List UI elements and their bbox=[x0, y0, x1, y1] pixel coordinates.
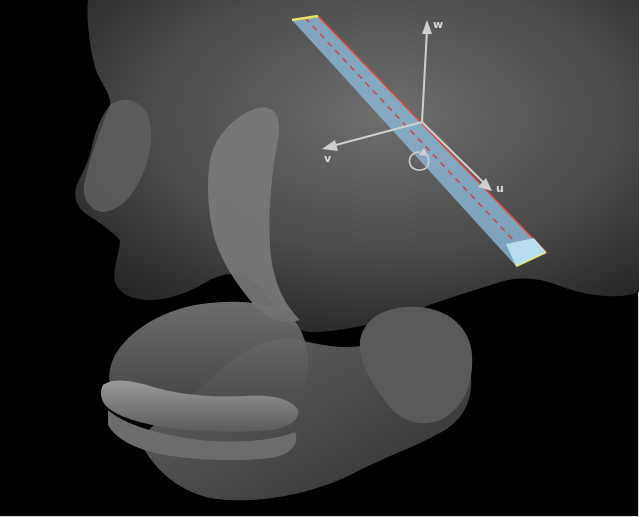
skull-cranium bbox=[75, 0, 639, 332]
axis-label-u: u bbox=[496, 182, 504, 195]
axis-label-w: w bbox=[433, 18, 443, 31]
axis-label-v: v bbox=[324, 152, 332, 165]
